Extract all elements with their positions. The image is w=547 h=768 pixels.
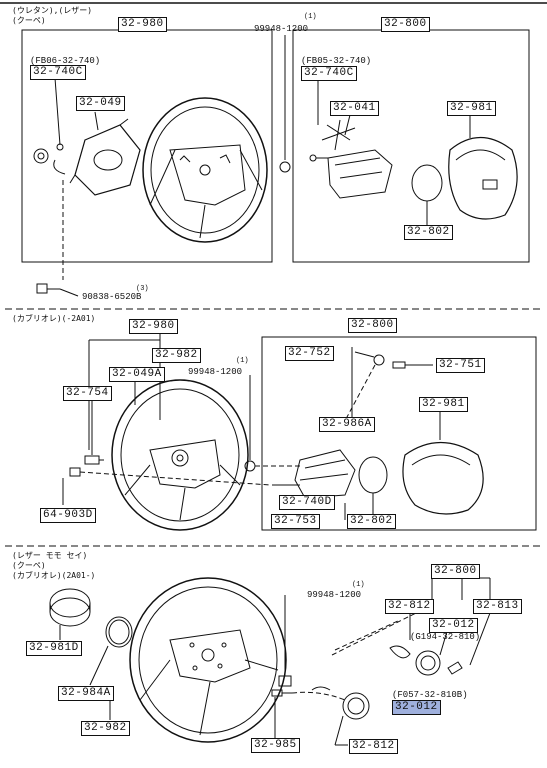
- fb06-note: (FB06-32-740): [30, 56, 101, 66]
- part-label[interactable]: 32-740C: [30, 65, 86, 80]
- part-label[interactable]: 32-800: [348, 318, 397, 333]
- s1-cover-disc: [411, 164, 443, 202]
- s3-horn-cap: [415, 650, 441, 676]
- part-label[interactable]: 32-740D: [279, 495, 335, 510]
- section-3-note: (レザー モモ セイ): [12, 551, 88, 560]
- part-label[interactable]: 32-982: [81, 721, 130, 736]
- part-label[interactable]: 32-800: [431, 564, 480, 579]
- s3-steering-wheel: [129, 577, 287, 743]
- part-label[interactable]: 32-981: [419, 397, 468, 412]
- part-label[interactable]: 32-753: [271, 514, 320, 529]
- qty-marker: (1): [352, 581, 365, 589]
- s3-clip: [389, 645, 411, 659]
- section-3-note-2: (クーペ): [12, 561, 46, 570]
- s2-cover-disc: [358, 456, 388, 494]
- part-label[interactable]: 32-986A: [319, 417, 375, 432]
- part-label[interactable]: 32-981: [447, 101, 496, 116]
- s2-steering-wheel: [111, 379, 249, 531]
- s3-wire: [447, 661, 463, 675]
- s1-bolt: [36, 283, 79, 297]
- part-label[interactable]: 32-982: [152, 348, 201, 363]
- part-label-highlighted[interactable]: 32-012: [392, 700, 441, 715]
- section-1-note-2: (クーペ): [12, 16, 46, 25]
- part-label[interactable]: 32-740C: [301, 66, 357, 81]
- part-label[interactable]: 32-041: [330, 101, 379, 116]
- s1-airbag-pad: [448, 137, 518, 220]
- part-label[interactable]: 32-981D: [26, 641, 82, 656]
- part-number-text[interactable]: 99948-1200: [254, 24, 309, 34]
- part-label[interactable]: 32-812: [349, 739, 398, 754]
- s2-bolts: [62, 455, 104, 505]
- s2-screw: [392, 361, 433, 369]
- s2-airbag-pad: [402, 441, 484, 515]
- s2-inflator: [294, 449, 356, 499]
- part-label[interactable]: 32-812: [385, 599, 434, 614]
- section-1-note: (ウレタン),(レザー): [12, 6, 93, 15]
- s1-inflator: [309, 119, 393, 199]
- part-label[interactable]: 32-802: [404, 225, 453, 240]
- part-label[interactable]: 32-802: [347, 514, 396, 529]
- section-3-note-3: (カブリオレ)(2A01-): [12, 571, 96, 580]
- qty-marker: (1): [236, 357, 249, 365]
- part-label[interactable]: 32-751: [436, 358, 485, 373]
- qty-marker: (3): [136, 285, 149, 293]
- part-label[interactable]: 32-752: [285, 346, 334, 361]
- s3-ring: [105, 616, 133, 648]
- part-number-text[interactable]: 99948-1200: [188, 367, 243, 377]
- qty-marker: (1): [304, 13, 317, 21]
- s1-steering-wheel: [142, 97, 268, 243]
- s2-pad-frame: [261, 336, 537, 531]
- s3-nut: [278, 675, 292, 687]
- s3-horn-emblem: [342, 692, 370, 720]
- s2-washer: [373, 354, 385, 366]
- s3-hub-boss: [49, 588, 91, 627]
- part-label[interactable]: 32-012: [429, 618, 478, 633]
- part-label[interactable]: 32-980: [118, 17, 167, 32]
- part-label[interactable]: 32-049: [76, 96, 125, 111]
- fb05-note: (FB05-32-740): [301, 56, 372, 66]
- part-label[interactable]: 32-813: [473, 599, 522, 614]
- part-label[interactable]: 32-980: [129, 319, 178, 334]
- part-number-text[interactable]: 99948-1200: [307, 590, 362, 600]
- g194-note: (G194-32-810): [410, 632, 481, 642]
- part-label[interactable]: 32-984A: [58, 686, 114, 701]
- s1-clock-spring: [33, 118, 141, 196]
- part-label[interactable]: 32-754: [63, 386, 112, 401]
- section-2-note: (カブリオレ)(-2A01): [12, 314, 96, 323]
- part-label[interactable]: 32-800: [381, 17, 430, 32]
- part-label[interactable]: 32-049A: [109, 367, 165, 382]
- f057-note: (F057-32-810B): [392, 690, 468, 700]
- part-label[interactable]: 32-985: [251, 738, 300, 753]
- part-number-text[interactable]: 90838-6520B: [82, 292, 142, 302]
- part-label[interactable]: 64-903D: [40, 508, 96, 523]
